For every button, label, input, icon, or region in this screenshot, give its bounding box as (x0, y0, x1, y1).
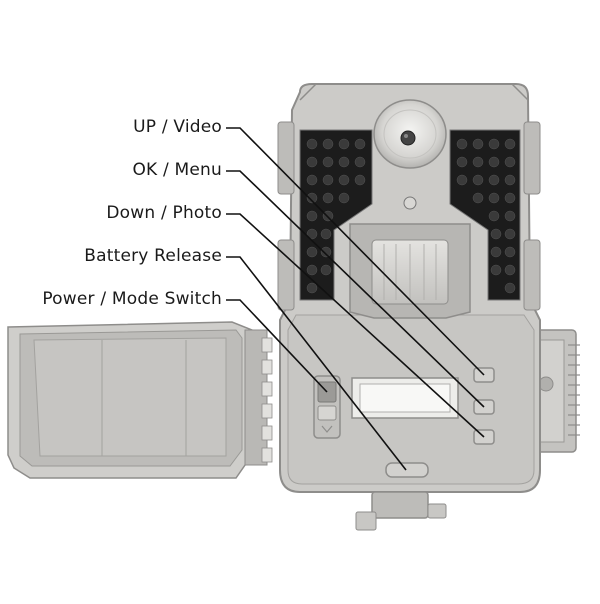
callout-up-video: UP / Video (133, 117, 222, 137)
callout-power-mode-switch: Power / Mode Switch (42, 289, 222, 309)
ir-flash-left (299, 129, 373, 301)
light-sensor-icon (403, 196, 417, 210)
leader-line-power-mode (226, 299, 328, 393)
pir-motion-sensor (349, 223, 471, 319)
ir-flash-right (449, 129, 521, 301)
battery-door[interactable] (7, 321, 273, 479)
leader-line-battery-release (226, 256, 407, 471)
callout-down-photo: Down / Photo (106, 203, 222, 223)
leader-line-ok-menu (226, 170, 485, 408)
lcd-screen (351, 377, 459, 419)
leader-line-down-photo (226, 213, 485, 438)
callout-ok-menu: OK / Menu (132, 160, 222, 180)
leader-line-up-video (226, 127, 485, 376)
power-mode-switch[interactable] (313, 375, 341, 439)
battery-release-latch[interactable] (385, 462, 429, 478)
camera-lens (373, 99, 447, 169)
callout-battery-release: Battery Release (84, 246, 222, 266)
